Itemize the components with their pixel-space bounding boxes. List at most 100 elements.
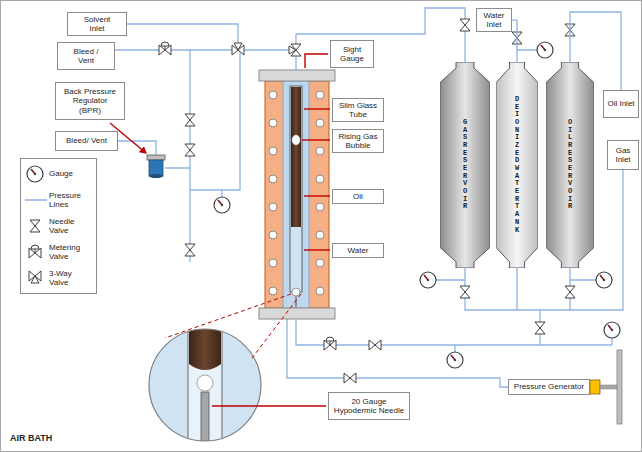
needle-valve — [369, 340, 381, 350]
bolt — [269, 231, 277, 239]
vessel — [259, 70, 335, 319]
legend-label: Gauge — [49, 169, 93, 178]
callout-box: Sight Gauge — [330, 40, 374, 68]
gauge — [537, 42, 553, 58]
tank-body — [440, 62, 490, 268]
metering-valve — [324, 337, 336, 350]
box-label: Gas Inlet — [610, 146, 636, 164]
legend-label: Pressure Lines — [49, 191, 93, 209]
legend-item: 3-Way Valve — [23, 265, 94, 291]
bolts — [269, 91, 324, 295]
inlet-box: Gas Inlet — [607, 140, 639, 170]
oil-column — [291, 87, 301, 227]
gas-bubble — [292, 135, 300, 145]
gauge — [214, 197, 230, 213]
legend-symbol-shape — [25, 199, 47, 201]
gauge — [420, 272, 436, 288]
legend-symbol-shape — [27, 166, 43, 182]
needle-valve — [185, 244, 195, 256]
tank-body — [546, 62, 594, 268]
box-label: Solvent Inlet — [80, 15, 114, 33]
zoom-needle — [201, 392, 209, 452]
zoom-content — [149, 320, 261, 452]
tank-body — [496, 62, 538, 268]
vessel-body — [265, 81, 329, 308]
zoom-view — [149, 320, 261, 452]
generator-coupling — [590, 380, 600, 394]
legend-label: Needle Valve — [49, 217, 93, 235]
legend-symbol — [23, 216, 49, 236]
bolt — [269, 119, 277, 127]
box-label: Bleed / Vent — [70, 47, 102, 65]
tank-label: DEIONIZED WATER TANK — [514, 96, 521, 234]
legend-symbol-shape — [29, 245, 41, 258]
box-label: Oil — [337, 192, 379, 201]
pressure-line — [512, 20, 517, 62]
bpr-symbol — [147, 155, 165, 178]
zoom-bubble — [197, 375, 213, 391]
box-label: Water Inlet — [480, 11, 508, 29]
bolt — [269, 287, 277, 295]
generator-rod — [600, 385, 618, 389]
box-label: 20 Gauge Hypodermic Needle — [333, 397, 405, 415]
reservoir-tank: GAS RESERVOIR — [440, 62, 490, 268]
bolt — [316, 231, 324, 239]
legend: GaugePressure LinesNeedle ValveMetering … — [20, 158, 97, 294]
leader-line — [304, 195, 330, 196]
bolt — [316, 119, 324, 127]
callout-box: 20 Gauge Hypodermic Needle — [328, 392, 410, 420]
legend-label: Metering Valve — [49, 243, 93, 261]
legend-label: 3-Way Valve — [49, 269, 93, 287]
bolt — [316, 147, 324, 155]
bpr-cap — [147, 155, 165, 160]
bolt — [316, 287, 324, 295]
water-tank: DEIONIZED WATER TANK — [496, 62, 538, 268]
needle-valve — [185, 144, 195, 156]
box-label: Bleed/ Vent — [60, 136, 113, 145]
legend-symbol-shape — [29, 271, 41, 283]
leader-line — [304, 249, 330, 250]
legend-item: Needle Valve — [23, 213, 94, 239]
three-way-valve — [289, 44, 301, 56]
panel-label: AIR BATH — [10, 433, 52, 443]
bpr-base — [149, 174, 163, 178]
slim-glass-tube — [290, 86, 302, 292]
needle-valve — [535, 322, 545, 334]
bolt — [269, 203, 277, 211]
vent-box: Bleed / Vent — [57, 42, 115, 70]
box-label: Oil Inlet — [607, 99, 635, 108]
bolt — [269, 175, 277, 183]
bolt — [269, 91, 277, 99]
tank-label: GAS RESERVOIR — [462, 119, 469, 211]
box-label: Pressure Generator — [513, 382, 585, 391]
needle-valve — [185, 114, 195, 126]
legend-symbol-art — [23, 190, 49, 210]
needle-valve — [460, 286, 470, 298]
pressure-generator-illustration — [590, 350, 622, 424]
needle-valve — [344, 373, 356, 383]
legend-symbol-art — [23, 268, 49, 288]
legend-item: Gauge — [23, 161, 94, 187]
legend-symbol-art — [23, 164, 49, 184]
legend-symbol-art — [23, 242, 49, 262]
callout-box: Slim Glass Tube — [332, 98, 384, 122]
inlet-box: Solvent Inlet — [67, 12, 127, 36]
legend-symbol — [23, 242, 49, 262]
legend-symbol-art — [23, 216, 49, 236]
bolt — [269, 147, 277, 155]
legend-symbol-shape — [30, 220, 40, 232]
gauge — [596, 272, 612, 288]
zoom-oil — [189, 320, 221, 370]
regulator-box: Back Pressure Regulator (BPR) — [55, 82, 125, 120]
leader-line — [304, 108, 330, 109]
gauge — [447, 352, 463, 368]
box-label: Slim Glass Tube — [337, 101, 379, 119]
leader-line — [305, 54, 328, 68]
generator-box: Pressure Generator — [508, 379, 590, 395]
three-way-valve — [232, 43, 244, 55]
bpr-body — [149, 160, 163, 176]
needle-valve — [565, 286, 575, 298]
